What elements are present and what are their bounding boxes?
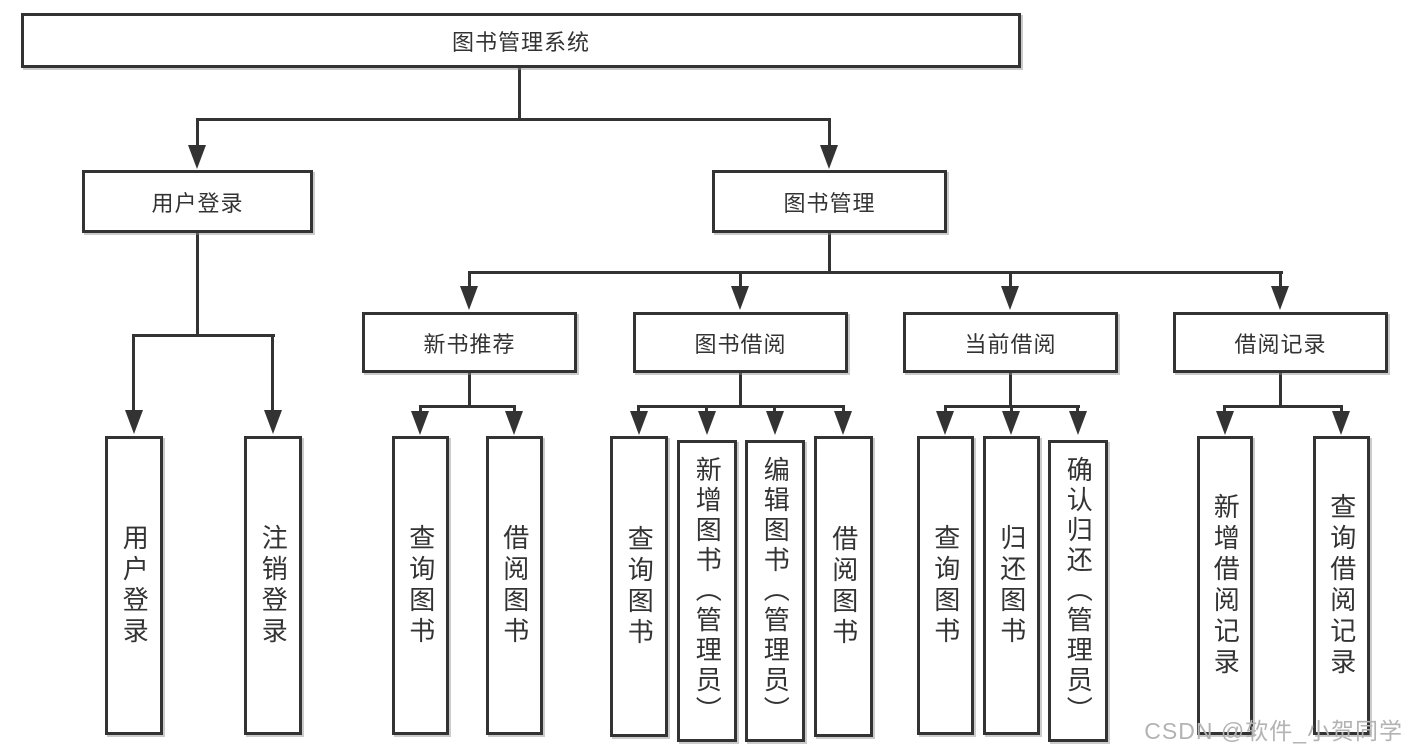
leaf-br-add-record: 新增借阅记录 — [1197, 436, 1253, 735]
leaf-bb-edit-books-admin: 编辑图书（管理员） — [745, 440, 805, 742]
arrowhead-book-borrowing — [731, 286, 749, 310]
edge-stem-bb-query — [637, 405, 640, 413]
edge-stem-new-book-recommend — [468, 271, 471, 287]
leaf-bb-add-books-admin: 新增图书（管理员） — [677, 440, 737, 742]
leaf-cb-return-books-label: 归还图书 — [996, 523, 1027, 648]
node-book-management: 图书管理 — [712, 170, 947, 233]
leaf-nb-borrow-books: 借阅图书 — [486, 436, 543, 735]
node-new-book-recommend: 新书推荐 — [362, 312, 577, 373]
csdn-watermark: CSDN @软件_小贺同学 — [1144, 718, 1403, 744]
node-current-borrowing: 当前借阅 — [903, 312, 1118, 373]
arrowhead-leaf-logout — [264, 410, 282, 434]
leaf-bb-query-books: 查询图书 — [610, 436, 668, 737]
arrowhead-leaf-user-login — [125, 410, 143, 434]
leaf-cb-confirm-return-admin: 确认归还（管理员） — [1048, 440, 1108, 742]
arrowhead-user-login — [188, 145, 206, 169]
arrowhead-current-borrowing — [1001, 286, 1019, 310]
arrowhead-bb-add — [698, 411, 716, 435]
edge-user-login-split — [132, 334, 275, 337]
leaf-user-login-label: 用户登录 — [119, 523, 150, 648]
edge-stem-book-management — [828, 118, 831, 147]
edge-level1-split — [196, 118, 831, 121]
edge-bb-stub — [739, 371, 742, 407]
leaf-cb-query-books: 查询图书 — [917, 436, 974, 735]
edge-stem-nb-query — [419, 405, 422, 413]
arrowhead-bb-borrow — [834, 411, 852, 435]
edge-root-stub — [518, 66, 521, 120]
edge-stem-bb-edit — [773, 405, 776, 413]
leaf-br-add-record-label: 新增借阅记录 — [1210, 492, 1241, 679]
arrowhead-book-management — [820, 145, 838, 169]
edge-stem-cb-return — [1010, 405, 1013, 413]
arrowhead-cb-query — [936, 411, 954, 435]
leaf-bb-borrow-books-label: 借阅图书 — [828, 524, 859, 649]
leaf-bb-borrow-books: 借阅图书 — [814, 436, 873, 737]
arrowhead-cb-return — [1002, 411, 1020, 435]
leaf-logout-label: 注销登录 — [258, 523, 289, 648]
leaf-cb-confirm-return-admin-label: 确认归还（管理员） — [1063, 456, 1094, 726]
edge-user-login-stub — [196, 231, 199, 336]
arrowhead-br-add — [1216, 411, 1234, 435]
leaf-cb-return-books: 归还图书 — [983, 436, 1040, 735]
edge-stem-br-query — [1340, 405, 1343, 413]
arrowhead-nb-borrow — [505, 411, 523, 435]
node-book-borrowing: 图书借阅 — [633, 312, 848, 373]
node-borrowing-records: 借阅记录 — [1173, 312, 1388, 373]
leaf-nb-query-books-label: 查询图书 — [405, 523, 436, 648]
edge-stem-leaf-logout — [271, 334, 274, 411]
arrowhead-br-query — [1332, 411, 1350, 435]
edge-stem-bb-borrow — [842, 405, 845, 413]
edge-br-stub — [1279, 371, 1282, 407]
arrowhead-bb-edit — [766, 411, 784, 435]
leaf-bb-add-books-admin-label: 新增图书（管理员） — [692, 456, 723, 726]
leaf-bb-query-books-label: 查询图书 — [624, 524, 655, 649]
edge-br-split — [1223, 405, 1343, 408]
edge-stem-borrowing-records — [1279, 271, 1282, 287]
leaf-nb-query-books: 查询图书 — [392, 436, 449, 735]
arrowhead-borrowing-records — [1271, 286, 1289, 310]
edge-stem-nb-borrow — [513, 405, 516, 413]
edge-stem-user-login — [196, 118, 199, 147]
leaf-bb-edit-books-admin-label: 编辑图书（管理员） — [760, 456, 791, 726]
edge-stem-current-borrowing — [1009, 271, 1012, 287]
leaf-nb-borrow-books-label: 借阅图书 — [499, 523, 530, 648]
arrowhead-new-book-recommend — [460, 286, 478, 310]
edge-stem-book-borrowing — [739, 271, 742, 287]
edge-bb-split — [637, 405, 845, 408]
arrowhead-cb-confirm — [1069, 411, 1087, 435]
edge-book-management-stub — [828, 231, 831, 273]
node-library-management-system: 图书管理系统 — [21, 13, 1021, 68]
leaf-br-query-record-label: 查询借阅记录 — [1326, 492, 1357, 679]
leaf-br-query-record: 查询借阅记录 — [1313, 436, 1370, 735]
arrowhead-bb-query — [630, 411, 648, 435]
leaf-logout: 注销登录 — [244, 436, 302, 735]
edge-cb-stub — [1009, 371, 1012, 407]
edge-stem-bb-add — [705, 405, 708, 413]
leaf-cb-query-books-label: 查询图书 — [930, 523, 961, 648]
edge-nb-split — [419, 405, 516, 408]
node-user-login: 用户登录 — [82, 170, 313, 233]
edge-stem-leaf-user-login — [132, 334, 135, 411]
edge-stem-cb-query — [944, 405, 947, 413]
edge-level2-split — [468, 271, 1283, 274]
arrowhead-nb-query — [411, 411, 429, 435]
edge-stem-cb-confirm — [1076, 405, 1079, 413]
edge-stem-br-add — [1223, 405, 1226, 413]
edge-nb-stub — [468, 371, 471, 407]
leaf-user-login: 用户登录 — [105, 436, 163, 735]
